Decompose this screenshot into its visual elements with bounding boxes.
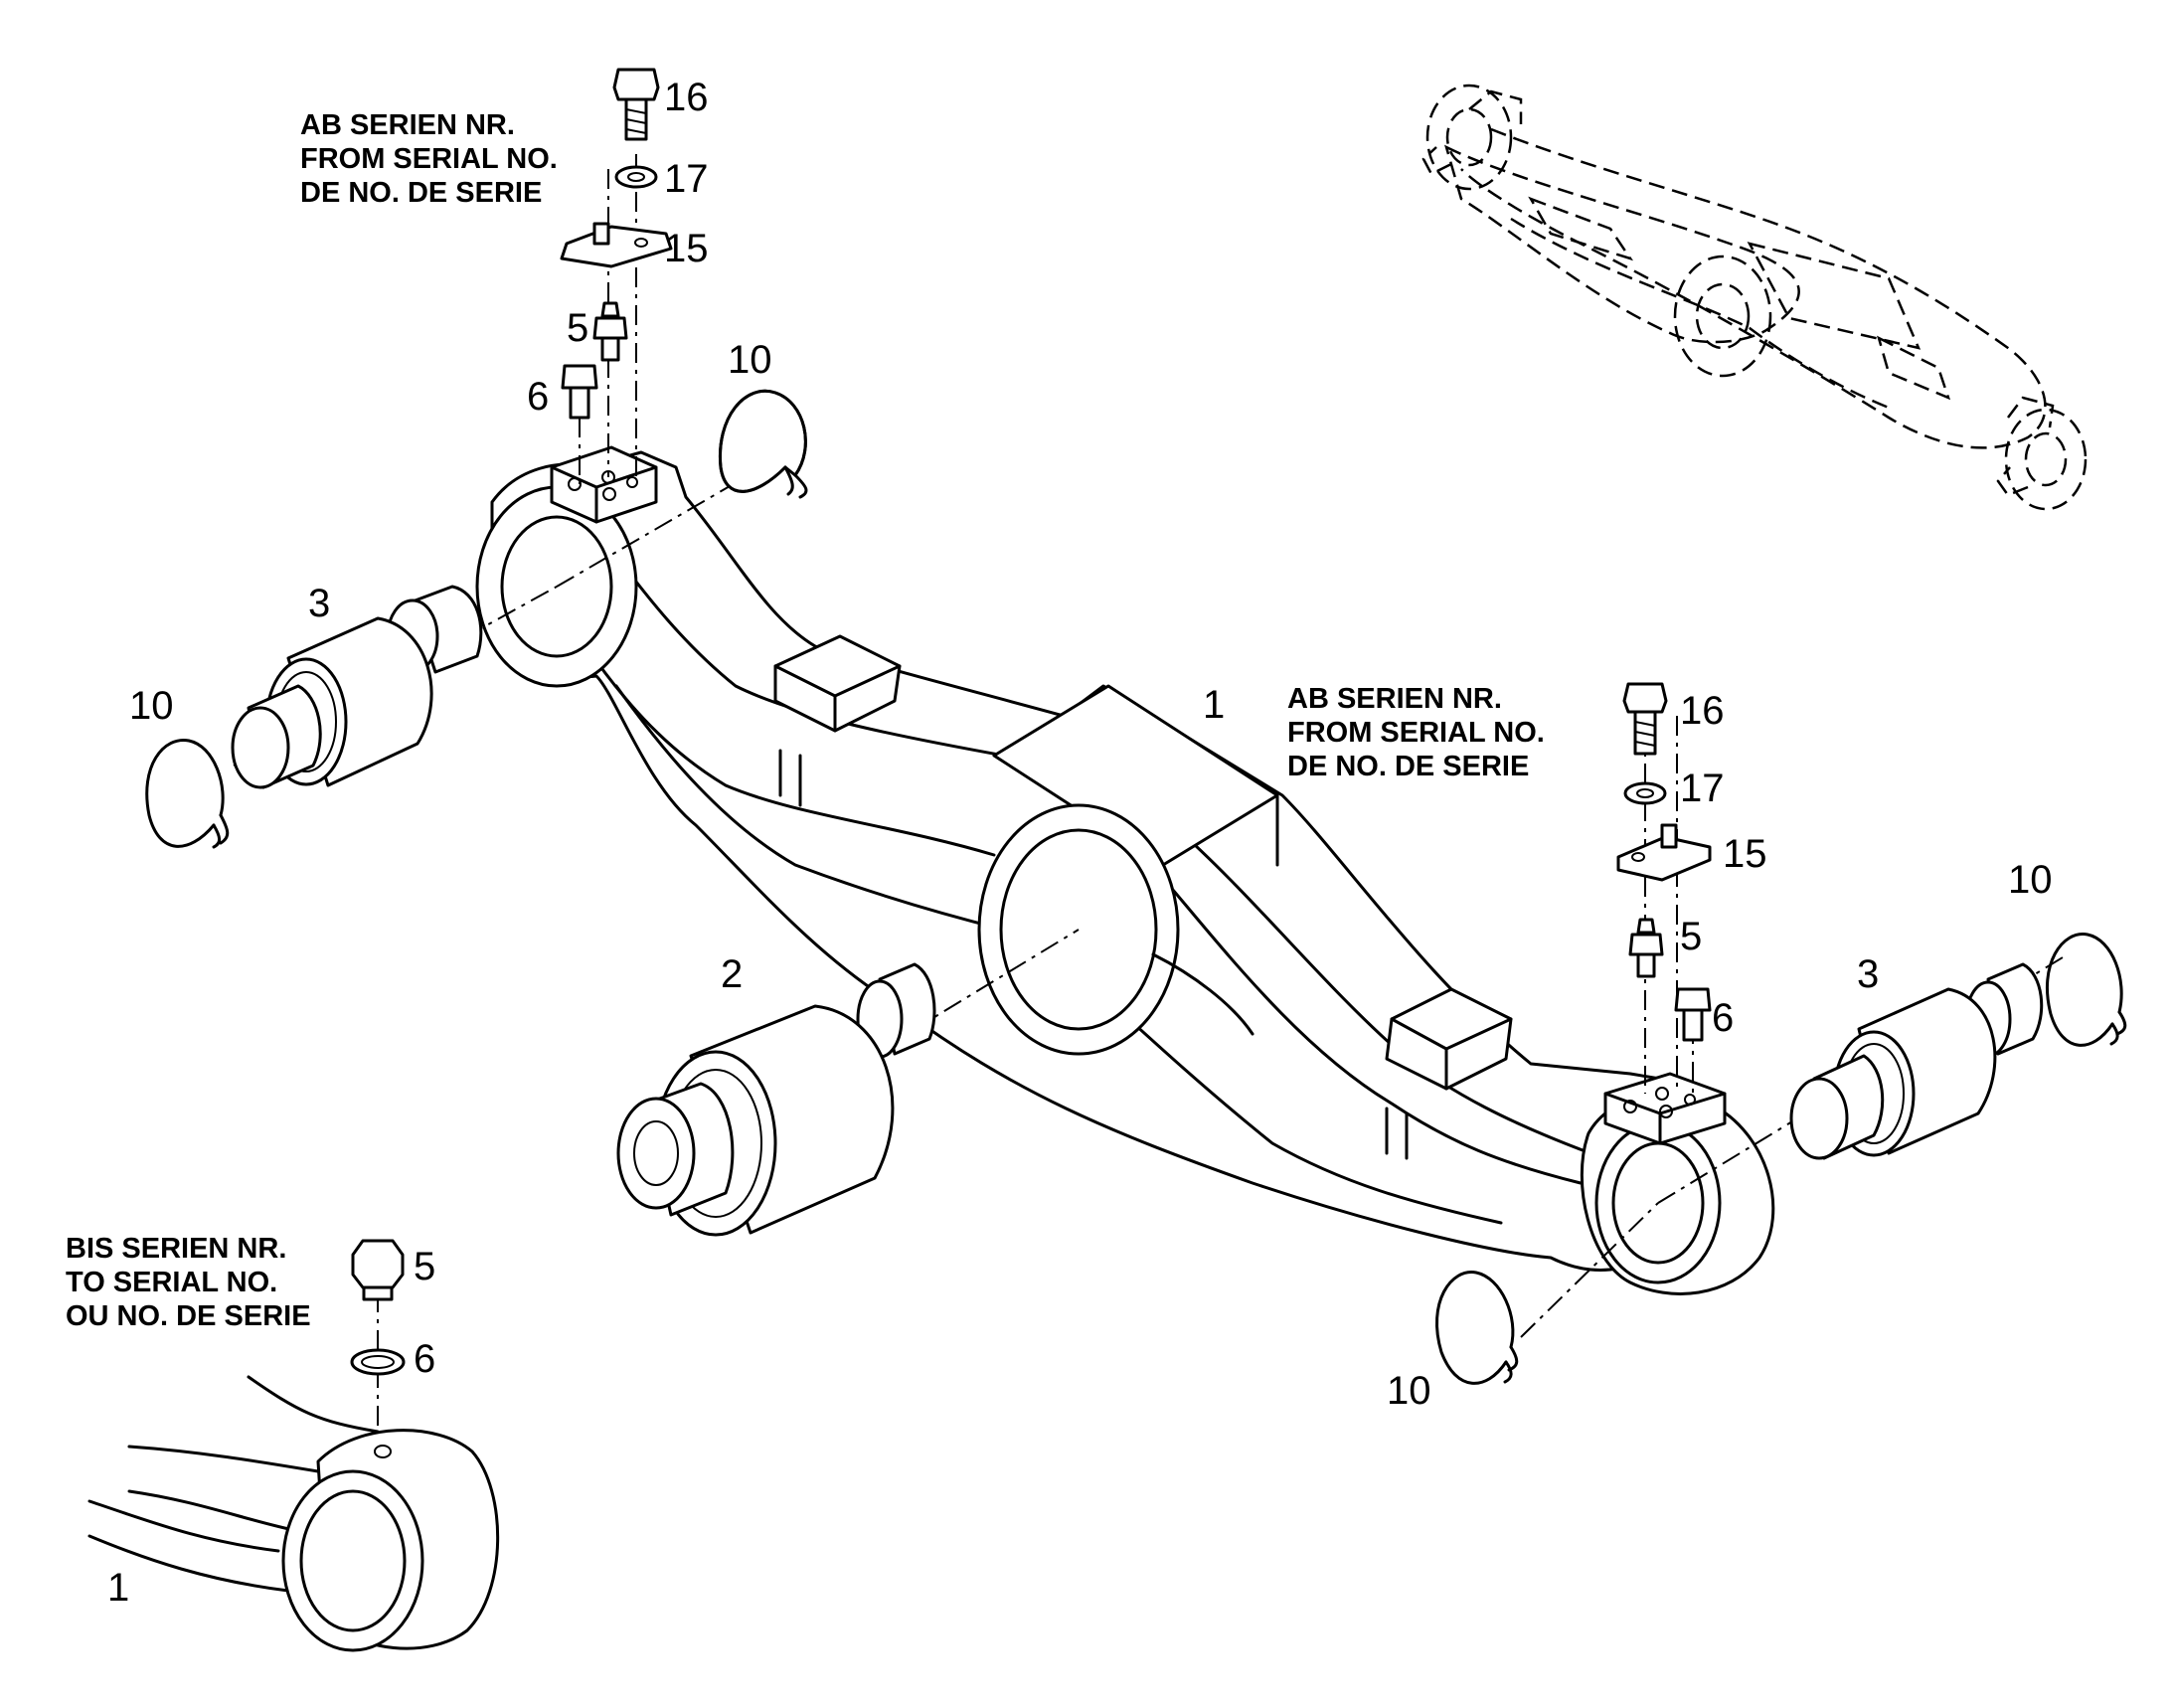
callout-5-top: 5 bbox=[567, 306, 588, 350]
callout-10-left: 10 bbox=[129, 684, 174, 728]
grease-nipple-5-right bbox=[1636, 918, 1656, 935]
note-line: FROM SERIAL NO. bbox=[1287, 717, 1545, 749]
callout-10-bottom: 10 bbox=[1387, 1369, 1431, 1413]
note-line: FROM SERIAL NO. bbox=[300, 143, 558, 175]
note-line: DE NO. DE SERIE bbox=[1287, 751, 1529, 782]
overview-axle-ghost bbox=[1421, 84, 2088, 511]
callout-16-right: 16 bbox=[1680, 689, 1725, 733]
detail-view-early-serial bbox=[87, 1239, 500, 1652]
circlip-10-top bbox=[718, 389, 808, 499]
axle-beam bbox=[490, 450, 1696, 1272]
plug-5-detail bbox=[351, 1239, 405, 1289]
callout-10-top: 10 bbox=[728, 338, 772, 382]
callout-labels: 16 17 15 5 6 10 3 10 1 2 16 17 15 5 6 10… bbox=[107, 76, 2053, 1610]
callout-6-right: 6 bbox=[1712, 996, 1734, 1040]
circlip-10-bottom bbox=[1435, 1271, 1519, 1385]
circlip-10-left bbox=[145, 738, 230, 849]
seal-ring-6-detail bbox=[350, 1348, 406, 1376]
bushing-3-left bbox=[231, 585, 483, 789]
callout-3-right: 3 bbox=[1857, 952, 1879, 996]
callout-16-top: 16 bbox=[664, 76, 709, 119]
bolt-6-top bbox=[561, 364, 598, 390]
callout-5-right: 5 bbox=[1680, 915, 1702, 958]
washer-17-right bbox=[1623, 781, 1667, 805]
callout-1-main: 1 bbox=[1203, 683, 1225, 727]
bolt-6-right bbox=[1674, 987, 1712, 1012]
callout-15-top: 15 bbox=[664, 227, 709, 270]
washer-17-top bbox=[614, 165, 658, 189]
note-line: AB SERIEN NR. bbox=[1287, 683, 1502, 715]
plate-15-top bbox=[560, 225, 673, 268]
right-hardware-stack bbox=[1616, 682, 1712, 1042]
circlip-10-right bbox=[2045, 933, 2127, 1047]
bolt-16-right-head bbox=[1622, 682, 1668, 714]
top-hardware-stack bbox=[560, 68, 673, 420]
callout-6-detail: 6 bbox=[414, 1337, 435, 1381]
grease-nipple-5-top bbox=[600, 301, 620, 318]
callout-2: 2 bbox=[721, 952, 743, 996]
callout-1-detail: 1 bbox=[107, 1566, 129, 1610]
note-middle-right: AB SERIEN NR. FROM SERIAL NO. DE NO. DE … bbox=[1287, 683, 1545, 782]
bushing-2-center bbox=[616, 962, 936, 1237]
note-line: BIS SERIEN NR. bbox=[66, 1233, 286, 1265]
callout-3-left: 3 bbox=[308, 582, 330, 625]
note-line: TO SERIAL NO. bbox=[66, 1267, 277, 1298]
bolt-16-top-head bbox=[612, 68, 660, 101]
callout-10-right: 10 bbox=[2008, 858, 2053, 902]
note-upper-left: AB SERIEN NR. FROM SERIAL NO. DE NO. DE … bbox=[300, 109, 558, 209]
bushing-3-right bbox=[1789, 962, 2044, 1160]
callout-6-top: 6 bbox=[527, 375, 549, 419]
axle-right-eye bbox=[1580, 1072, 1775, 1295]
note-line: AB SERIEN NR. bbox=[300, 109, 515, 141]
callout-17-top: 17 bbox=[664, 157, 709, 201]
callout-15-right: 15 bbox=[1723, 832, 1767, 876]
note-line: DE NO. DE SERIE bbox=[300, 177, 542, 209]
callout-5-detail: 5 bbox=[414, 1245, 435, 1288]
note-line: OU NO. DE SERIE bbox=[66, 1300, 311, 1332]
note-lower-left: BIS SERIEN NR. TO SERIAL NO. OU NO. DE S… bbox=[66, 1233, 311, 1332]
callout-17-right: 17 bbox=[1680, 767, 1725, 810]
